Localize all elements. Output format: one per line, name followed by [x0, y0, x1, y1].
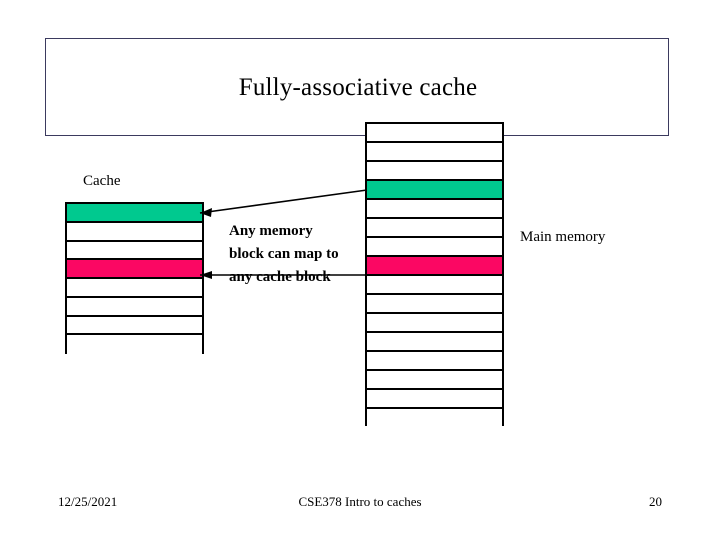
main-memory-block-row-12 — [367, 352, 502, 371]
main-memory-label: Main memory — [520, 229, 606, 245]
mapping-caption: Any memory block can map to any cache bl… — [229, 220, 371, 289]
main-memory-block-row-10 — [367, 314, 502, 333]
mapping-caption-line-1: Any memory — [229, 223, 313, 239]
slide-footer: 12/25/2021 CSE378 Intro to caches 20 — [0, 494, 720, 514]
main-memory-block-row-6 — [367, 238, 502, 257]
main-memory-block-column — [365, 122, 504, 428]
main-memory-block-row-4 — [367, 200, 502, 219]
footer-page-number: 20 — [649, 494, 662, 509]
cache-block-row-6 — [67, 316, 202, 336]
main-memory-block-row-8 — [367, 276, 502, 295]
main-memory-block-row-13 — [367, 371, 502, 390]
main-memory-block-row-11 — [367, 333, 502, 352]
title-box: Fully-associative cache — [45, 38, 669, 136]
mapping-caption-line-3: any cache block — [229, 269, 331, 285]
cache-block-row-0 — [67, 204, 202, 223]
page-title: Fully-associative cache — [238, 74, 478, 101]
main-memory-block-row-14 — [367, 390, 502, 409]
green-mapping-arrow — [199, 189, 368, 217]
main-memory-block-row-15 — [367, 409, 502, 428]
main-memory-block-row-7 — [367, 257, 502, 276]
cache-label: Cache — [83, 173, 121, 189]
mapping-caption-line-2: block can map to — [229, 246, 339, 262]
cache-block-row-1 — [67, 222, 202, 242]
footer-date: 12/25/2021 — [58, 494, 118, 509]
cache-block-row-7 — [67, 335, 202, 354]
main-memory-block-row-9 — [367, 295, 502, 314]
footer-center-text: CSE378 Intro to caches — [298, 494, 422, 509]
cache-block-row-4 — [67, 279, 202, 298]
cache-block-row-3 — [67, 260, 202, 279]
main-memory-block-row-2 — [367, 162, 502, 181]
main-memory-block-row-3 — [367, 181, 502, 200]
cache-block-row-5 — [67, 297, 202, 317]
main-memory-block-row-5 — [367, 219, 502, 238]
main-memory-block-row-0 — [367, 124, 502, 143]
main-memory-block-row-1 — [367, 143, 502, 162]
cache-block-column — [65, 202, 204, 354]
cache-block-row-2 — [67, 241, 202, 261]
